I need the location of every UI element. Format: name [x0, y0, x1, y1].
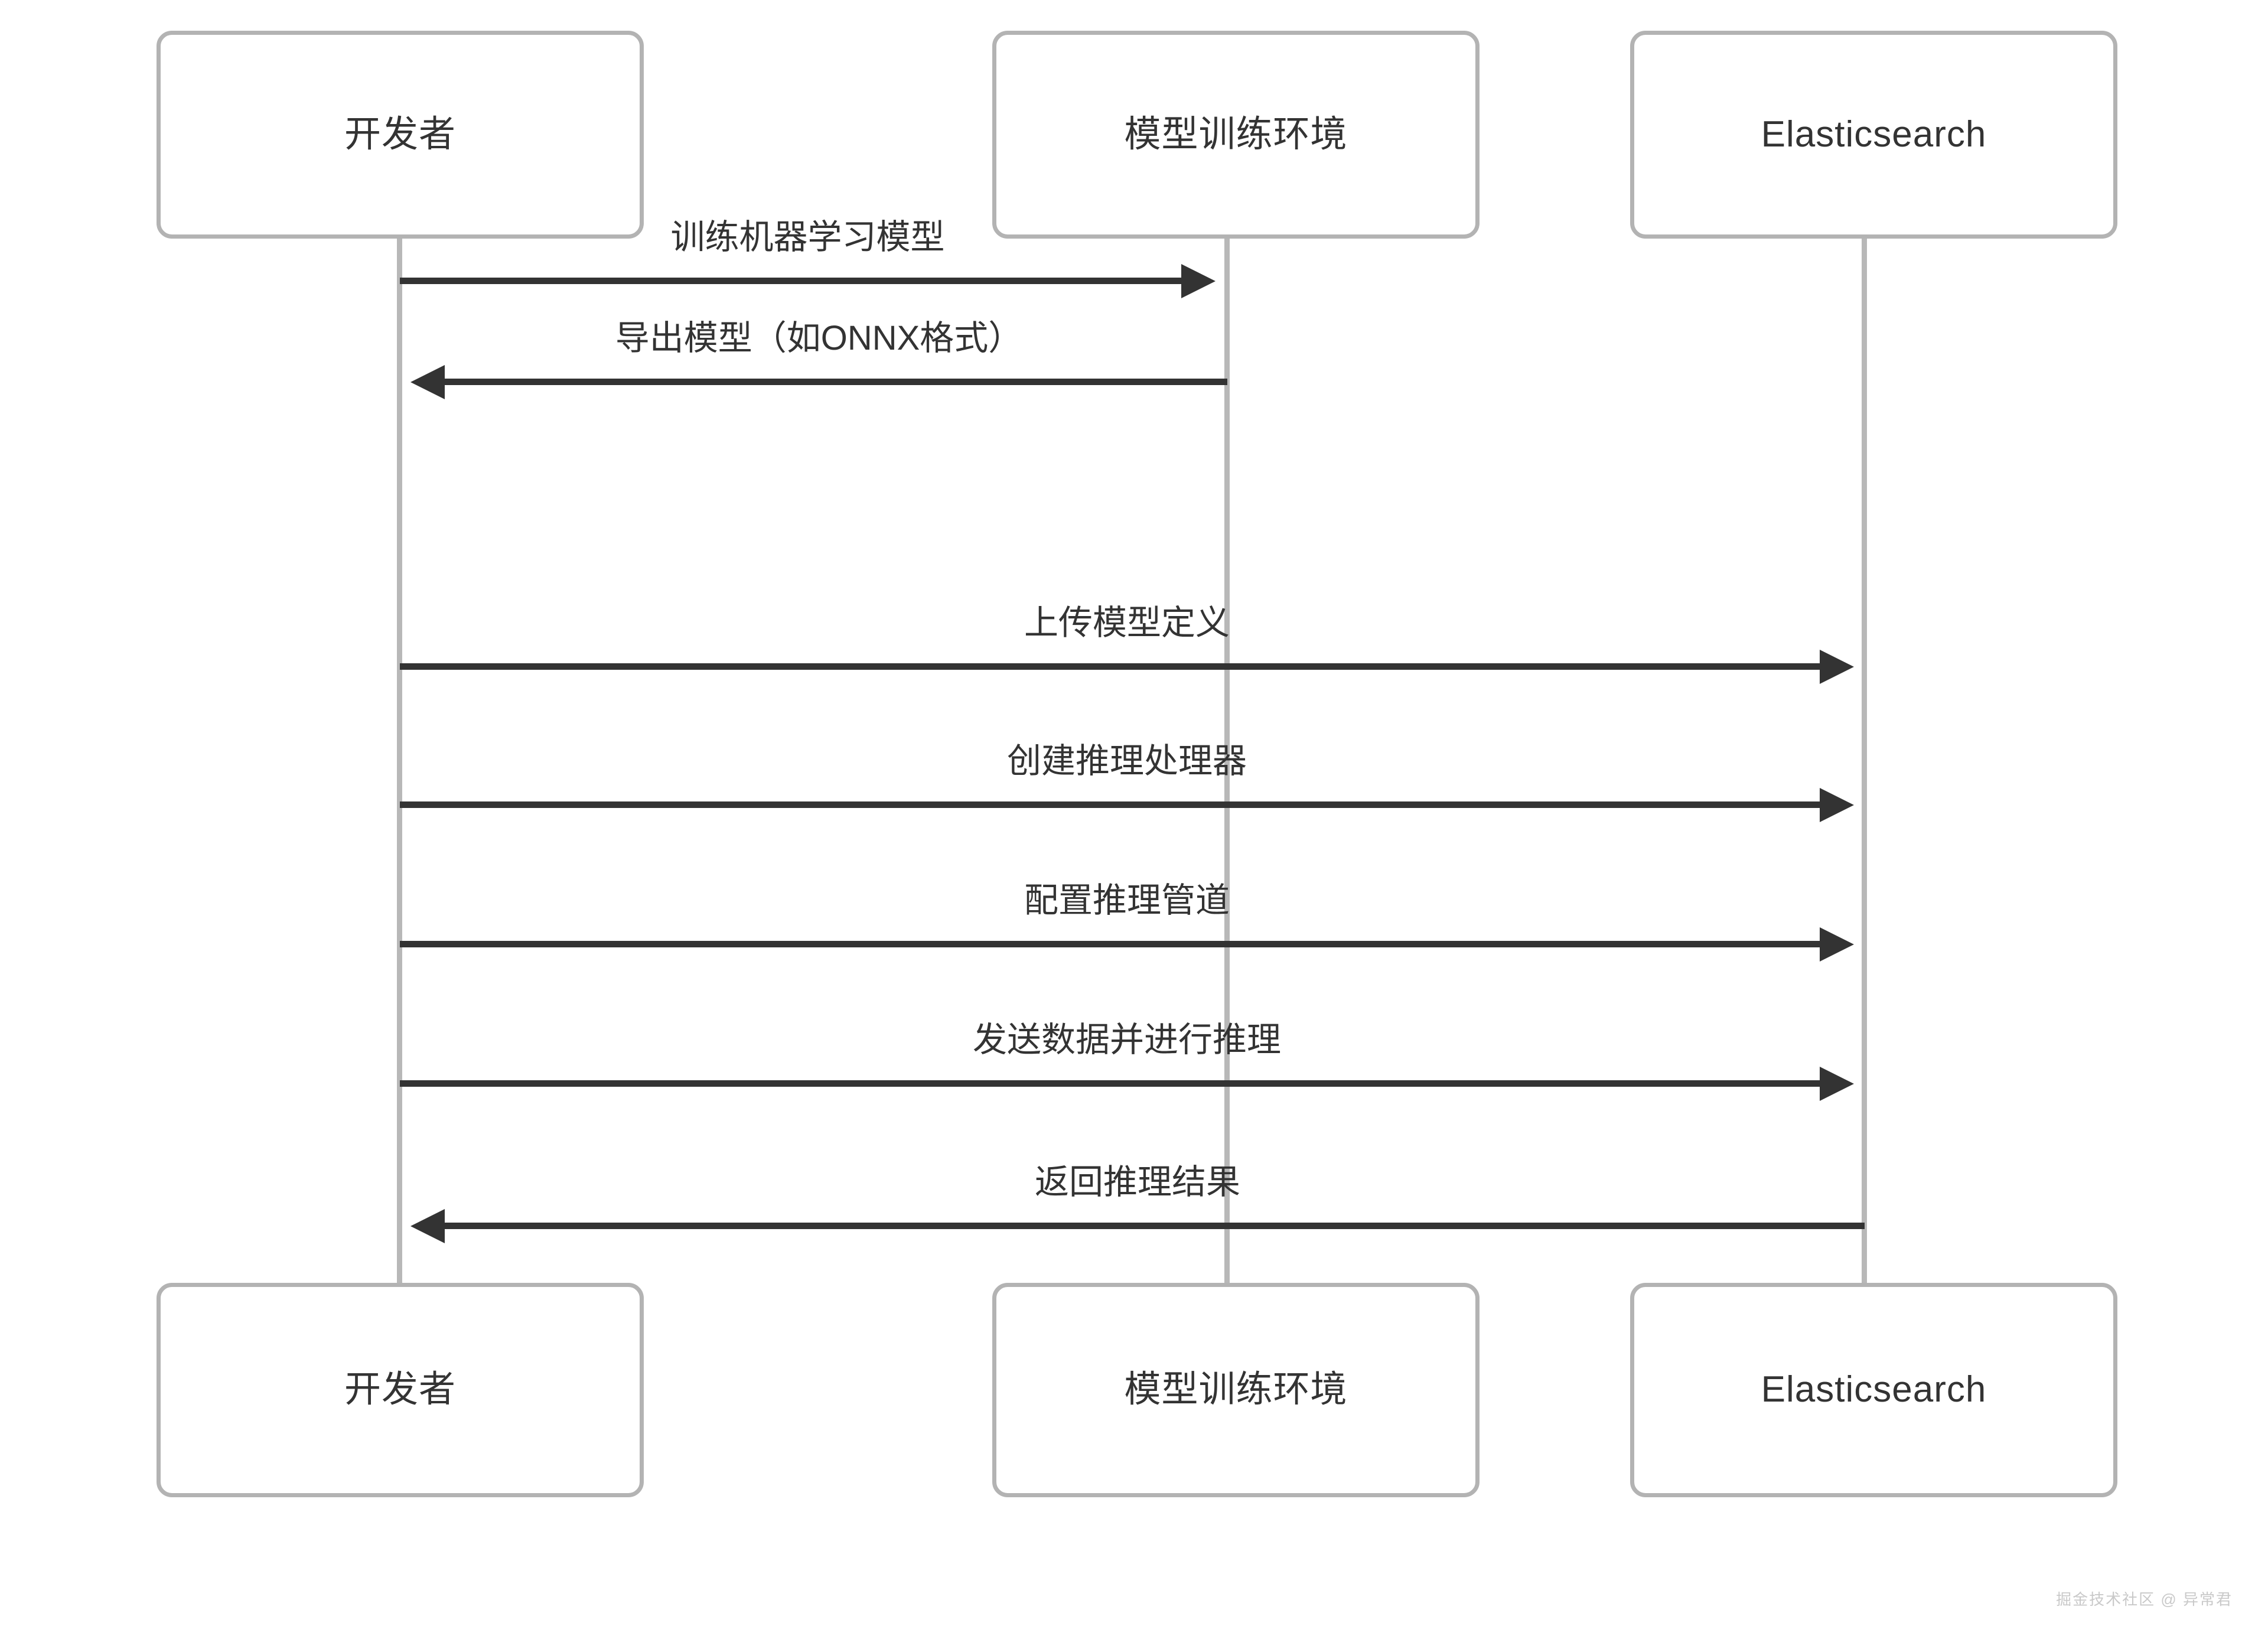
message-5-line [400, 941, 1821, 947]
message-4-arrowhead-right [1820, 788, 1854, 822]
participant-box-training-env-top[interactable]: 模型训练环境 [992, 31, 1480, 239]
message-2-arrowhead-left [410, 365, 445, 399]
participant-label-developer-bottom: 开发者 [344, 1369, 456, 1410]
message-4-line [400, 801, 1821, 808]
message-6-arrowhead-right [1820, 1067, 1854, 1101]
participant-label-developer-top: 开发者 [344, 113, 456, 155]
participant-label-training-env-top: 模型训练环境 [1124, 113, 1348, 155]
participant-box-developer-top[interactable]: 开发者 [157, 31, 644, 239]
watermark: 掘金技术社区 @ 异常君 [2056, 1591, 2233, 1608]
message-1-label: 训练机器学习模型 [670, 218, 945, 257]
message-1-arrowhead-right [1181, 264, 1216, 298]
participant-box-developer-bottom[interactable]: 开发者 [157, 1283, 644, 1497]
participant-label-elasticsearch-bottom: Elasticsearch [1761, 1369, 1987, 1410]
message-4-label: 创建推理处理器 [1006, 742, 1247, 781]
participant-label-training-env-bottom: 模型训练环境 [1124, 1369, 1348, 1410]
message-7-arrowhead-left [410, 1209, 445, 1243]
participant-box-elasticsearch-top[interactable]: Elasticsearch [1630, 31, 2117, 239]
lifeline-elasticsearch [1862, 239, 1867, 1283]
participant-box-training-env-bottom[interactable]: 模型训练环境 [992, 1283, 1480, 1497]
message-7-label: 返回推理结果 [1034, 1163, 1240, 1202]
message-2-label: 导出模型（如ONNX格式） [615, 319, 1023, 358]
message-2-line [445, 379, 1227, 385]
lifeline-training-env [1224, 239, 1230, 1283]
message-3-line [400, 663, 1821, 670]
message-1-line [400, 278, 1182, 284]
message-5-arrowhead-right [1820, 927, 1854, 962]
lifeline-developer [397, 239, 402, 1283]
message-7-line [445, 1223, 1865, 1229]
message-3-label: 上传模型定义 [1024, 604, 1230, 643]
participant-box-elasticsearch-bottom[interactable]: Elasticsearch [1630, 1283, 2117, 1497]
participant-label-elasticsearch-top: Elasticsearch [1761, 113, 1987, 155]
message-6-line [400, 1080, 1821, 1087]
message-5-label: 配置推理管道 [1024, 881, 1230, 920]
message-6-label: 发送数据并进行推理 [972, 1021, 1281, 1060]
message-3-arrowhead-right [1820, 650, 1854, 684]
